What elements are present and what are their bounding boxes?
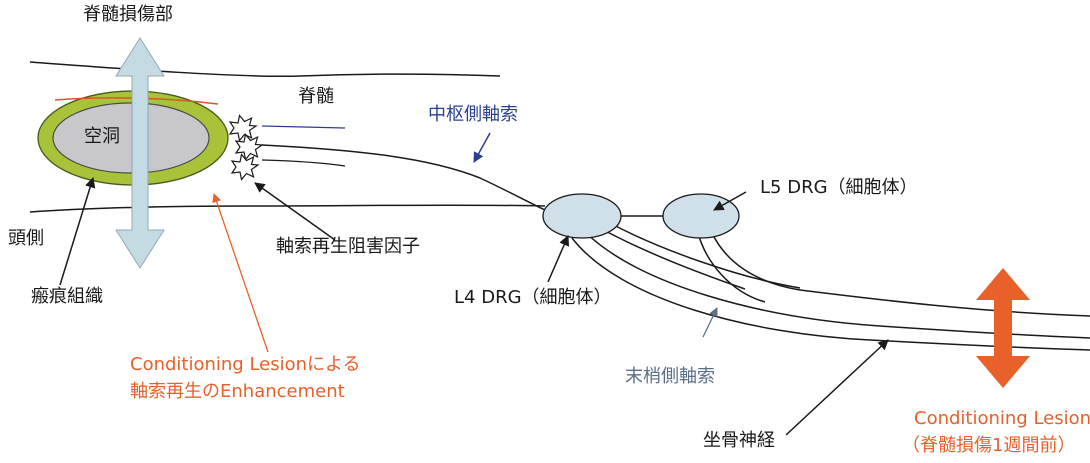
label-conditioning-lesion-2: （脊髄損傷1週間前） xyxy=(902,435,1076,456)
sciatic-fiber-1 xyxy=(584,231,1090,339)
conditioning-lesion-arrow xyxy=(976,268,1030,388)
injury-double-arrow xyxy=(115,37,165,269)
sciatic-fiber-2 xyxy=(571,237,1090,351)
label-l4-drg: L4 DRG（細胞体） xyxy=(454,287,612,308)
arrow-scar xyxy=(59,176,96,286)
l5-fiber-1 xyxy=(697,232,766,303)
label-spinal-cord: 脊髄 xyxy=(298,86,334,107)
sciatic-fiber-3 xyxy=(599,227,746,290)
label-cavity: 空洞 xyxy=(84,126,120,147)
label-conditioning-enhancement-1: Conditioning Lesionによる xyxy=(130,354,361,375)
arrow-inhibitory xyxy=(254,182,336,241)
arrow-l5-drg xyxy=(713,191,747,211)
label-inhibitory-factors: 軸索再生阻害因子 xyxy=(276,236,420,257)
label-sciatic-nerve: 坐骨神経 xyxy=(703,430,775,451)
label-scar-tissue: 瘢痕組織 xyxy=(31,286,103,307)
arrow-peripheral xyxy=(702,307,718,338)
label-conditioning-lesion-1: Conditioning Lesion xyxy=(914,408,1090,429)
arrow-sciatic xyxy=(785,339,889,436)
inhibitory-burst-2 xyxy=(234,133,264,161)
cavity xyxy=(52,102,210,174)
label-cranial-side: 頭側 xyxy=(8,228,44,249)
inhibitory-burst-1 xyxy=(228,114,258,142)
label-spinal-injury-site: 脊髄損傷部 xyxy=(83,4,173,25)
sciatic-fiber-4 xyxy=(607,221,801,289)
axon-stub-mid xyxy=(261,159,346,167)
l5-drg-body xyxy=(662,193,740,239)
label-conditioning-enhancement-2: 軸索再生のEnhancement xyxy=(130,381,345,402)
arrow-l4-drg xyxy=(547,235,570,283)
central-axon-line xyxy=(261,144,546,211)
axon-stub-top xyxy=(261,125,346,129)
arrow-central-axon xyxy=(473,132,491,163)
l4-drg-body xyxy=(542,193,622,239)
spinal-cord-lower-edge xyxy=(29,204,546,213)
l5-fiber-2 xyxy=(711,232,1090,317)
spinal-cord-upper-edge xyxy=(29,61,501,77)
label-l5-drg: L5 DRG（細胞体） xyxy=(760,177,918,198)
inhibitory-burst-3 xyxy=(230,153,260,181)
arrow-enhancement xyxy=(212,193,269,353)
label-peripheral-axon: 末梢側軸索 xyxy=(625,366,715,387)
label-central-axon: 中枢側軸索 xyxy=(428,104,518,125)
